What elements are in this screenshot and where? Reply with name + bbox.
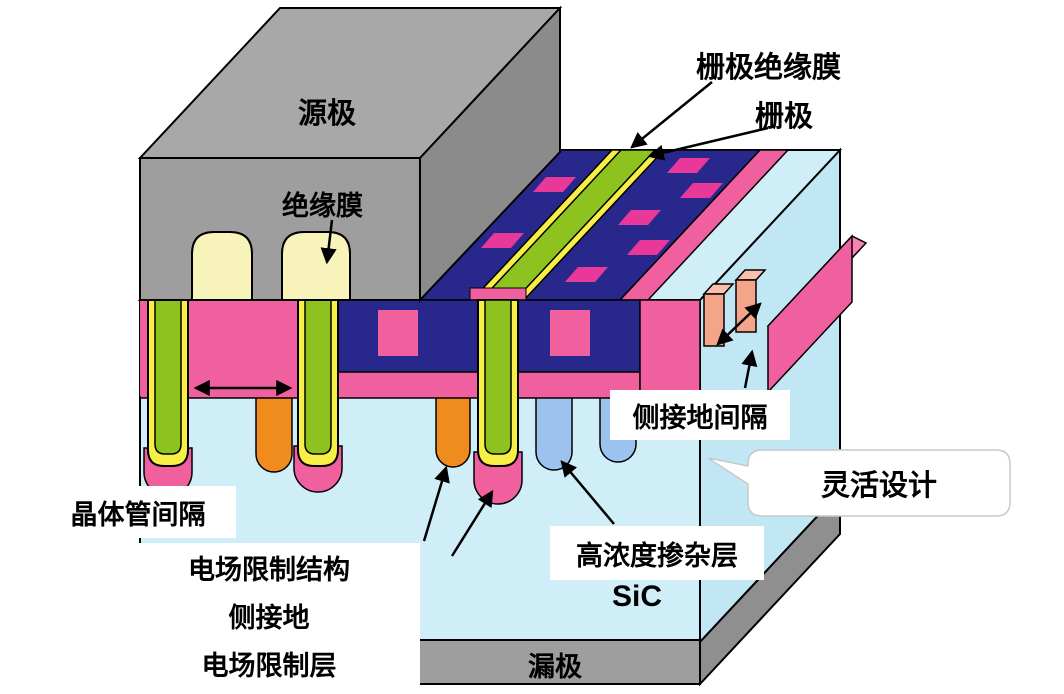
- guard-wall-face: [767, 234, 853, 394]
- cell-contact-square: [627, 240, 670, 255]
- cell-contact-square: [565, 267, 608, 282]
- side-ground-gap-label-box: 侧接地间隔: [610, 390, 790, 440]
- gate-arrow: [647, 126, 769, 161]
- sic-substrate-label: SiC: [612, 580, 663, 613]
- high-doping-arrow: [560, 460, 615, 525]
- cell-contact-square: [481, 233, 524, 248]
- gate-label: 栅极: [755, 101, 814, 133]
- side-ground-gap-arrow-b: [738, 302, 762, 325]
- side-ground-gap-arrow-a: [716, 323, 740, 346]
- cell-contact-square: [533, 177, 576, 192]
- front-contact-square: [378, 310, 418, 356]
- insulating-film-bump: [191, 231, 253, 301]
- field-limit-column-orange: [435, 389, 471, 468]
- gate-stripe: [469, 149, 666, 302]
- cell-contact-square: [667, 158, 710, 173]
- flexible-design-label: 灵活设计: [820, 470, 937, 502]
- source-front-face: [139, 157, 421, 301]
- field-limit-line-2: 侧接地: [228, 603, 310, 633]
- pink-cell-section: [188, 300, 298, 396]
- field-limit-arrow-2: [450, 489, 494, 557]
- insulating-film-bump: [281, 231, 351, 301]
- flexible-design-callout-bubble: [707, 449, 1011, 517]
- side-ground-column-face: [703, 293, 725, 347]
- gate-trench-3-poly: [484, 299, 512, 455]
- gate-insulating-film-arrow: [630, 81, 713, 149]
- cell-contact-squares: [481, 158, 723, 282]
- source-label: 源极: [298, 98, 357, 130]
- gate-trenches: [147, 299, 519, 467]
- front-cross-section: [139, 299, 701, 399]
- transistor-gap-label-box: 晶体管间隔: [40, 486, 236, 538]
- annotation-arrows: [193, 81, 769, 557]
- high-doping-column-blue: [535, 389, 573, 471]
- source-electrode-block: [137, 5, 563, 303]
- cell-contact-square: [680, 183, 723, 198]
- field-limit-label-box: 电场限制结构 侧接地 电场限制层: [118, 543, 420, 693]
- gate-trench-2-poly: [304, 299, 332, 455]
- gate-insulating-film-label: 栅极绝缘膜: [696, 52, 842, 84]
- front-contact-square: [550, 310, 590, 356]
- field-limit-column-orange: [255, 389, 293, 473]
- insulating-film-arrow: [320, 219, 337, 265]
- insulating-film-label: 绝缘膜: [282, 191, 363, 221]
- side-ground-box-arrow: [741, 349, 758, 389]
- high-doping-layer-label-box: 高浓度掺杂层: [550, 526, 764, 580]
- termination-front-corner: [639, 299, 701, 399]
- drain-label: 漏极: [528, 652, 582, 682]
- field-limit-arrow-1: [422, 465, 450, 542]
- field-limit-line-1: 电场限制结构: [188, 555, 350, 585]
- cell-contact-square: [618, 210, 661, 225]
- edge-termination: [702, 234, 868, 394]
- termination-guard-wall: [766, 234, 868, 394]
- gate-trench-1-poly: [154, 299, 182, 455]
- field-limit-line-3: 电场限制层: [201, 651, 337, 681]
